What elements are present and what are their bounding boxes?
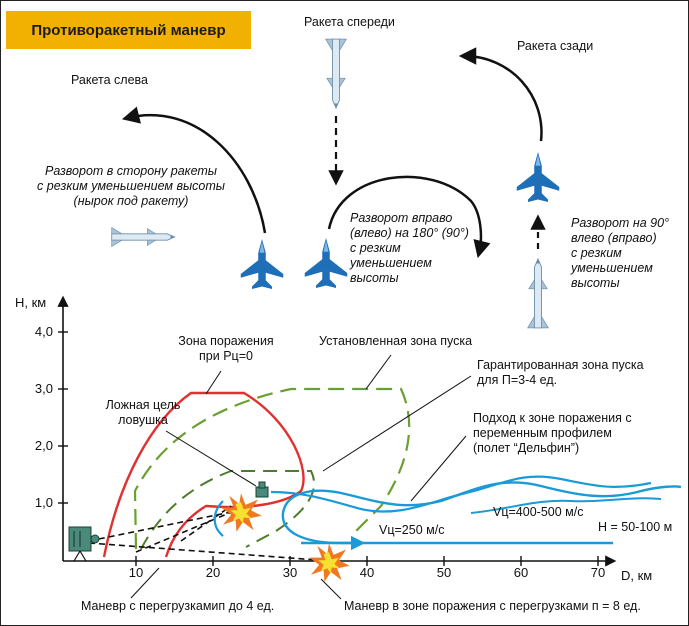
- aircraft-icon: [240, 239, 284, 289]
- maneuver-8g-label: Маневр в зоне поражения с перегрузками п…: [344, 599, 641, 613]
- maneuver-left-text: Разворот в сторону ракеты с резким умень…: [37, 164, 225, 208]
- explosion-icon: [309, 543, 350, 582]
- established-zone-label: Установленная зона пуска: [319, 334, 473, 348]
- decoy-label: Ложная цель ловушка: [105, 398, 181, 427]
- title-banner: Противоракетный маневр: [6, 11, 251, 49]
- turn-arrow-left: [121, 106, 267, 234]
- dolphin-path-third: [470, 497, 662, 514]
- decoy-icon: [255, 481, 269, 498]
- altitude-label: H = 50-100 м: [598, 520, 673, 534]
- aircraft-icon: [304, 238, 348, 288]
- dolphin-path-lower: [270, 475, 652, 513]
- diagram-title: Противоракетный маневр: [31, 21, 226, 39]
- intercept-lines: [88, 505, 332, 562]
- x-tick-label: 50: [436, 565, 452, 580]
- y-tick-label: 1,0: [34, 495, 53, 510]
- x-tick-label: 30: [282, 565, 298, 580]
- missile-icon: [111, 227, 176, 247]
- maneuver-4g-label: Маневр с перегрузкамип до 4 ед.: [81, 599, 275, 613]
- established-launch-zone: [133, 387, 411, 550]
- missile-icon: [325, 38, 347, 109]
- kill-zone: [102, 391, 305, 558]
- missile-left-scene: [111, 106, 284, 289]
- x-tick-label: 70: [590, 565, 606, 580]
- missile-icon: [527, 258, 549, 329]
- evasion-turn: [213, 500, 224, 537]
- missile-rear-scene: [458, 47, 560, 329]
- aircraft-icon: [516, 152, 560, 202]
- x-tick-label: 60: [513, 565, 529, 580]
- x-tick-label: 10: [128, 565, 144, 580]
- kill-zone-label: Зона поражения при Рц=0: [178, 334, 274, 363]
- launcher-icon: [68, 526, 100, 562]
- y-tick-label: 3,0: [34, 381, 53, 396]
- maneuver-front-text: Разворот вправо (влево) на 180° (90°) с …: [350, 211, 469, 285]
- maneuver-rear-text: Разворот на 90° влево (вправо) с резким …: [571, 216, 670, 290]
- guaranteed-zone-label: Гарантированная зона пуска для П=3-4 ед.: [477, 358, 644, 387]
- turn-arrow-rear: [458, 47, 543, 142]
- dolphin-label: Подход к зоне поражения с переменным про…: [473, 411, 632, 455]
- missile-front-scene: [304, 38, 491, 288]
- y-tick-label: 4,0: [34, 324, 53, 339]
- leader-lines: [130, 354, 472, 600]
- missile-left-label: Ракета слева: [71, 73, 148, 87]
- y-tick-label: 2,0: [34, 438, 53, 453]
- missile-rear-label: Ракета сзади: [517, 39, 594, 53]
- speed-400-label: Vц=400-500 м/с: [493, 505, 584, 519]
- x-tick-label: 20: [205, 565, 221, 580]
- x-tick-label: 40: [359, 565, 375, 580]
- x-axis-label: D, км: [621, 568, 653, 583]
- y-axis-label: H, км: [15, 295, 47, 310]
- missile-front-label: Ракета спереди: [304, 15, 395, 29]
- turn-arrow-front: [327, 175, 491, 259]
- speed-250-label: Vц=250 м/с: [379, 523, 445, 537]
